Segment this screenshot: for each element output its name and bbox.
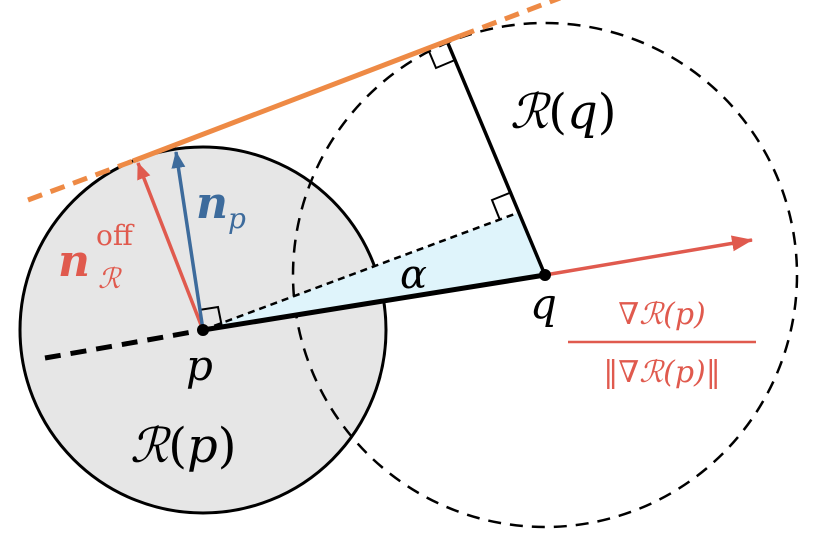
label-normal-offset-sub: ℛ [98, 262, 122, 295]
right-angle-marker-mid [490, 191, 513, 221]
label-point-p: p [186, 341, 213, 390]
normal-offset-arrow [136, 162, 205, 331]
gradient-numerator: ∇ℛ(p) [618, 297, 706, 332]
label-R-p: ℛ(p) [130, 418, 237, 474]
point-p [197, 324, 209, 336]
dashed-circle-R-q [291, 21, 799, 529]
dashed-curve [44, 327, 204, 361]
right-angle-marker-p [198, 305, 223, 328]
right-angle-marker-top [427, 48, 456, 70]
tangent-line-solid [132, 33, 461, 164]
tangent-line-dash-left [27, 158, 134, 203]
gradient-denominator: ‖∇ℛ(p)‖ [603, 355, 721, 390]
label-alpha: α [400, 252, 427, 298]
angle-wedge [203, 212, 545, 330]
gradient-arrow [544, 235, 753, 277]
dashed-line-p-to-foot [202, 210, 521, 332]
label-normal-offset-base: 𝒏 [58, 236, 90, 287]
point-q [539, 269, 551, 281]
tangent-line-dash-right [459, 0, 561, 39]
label-normal-p: 𝒏p [196, 178, 246, 235]
label-normal-offset-sup: off [96, 219, 135, 252]
normal-p-arrow [171, 151, 205, 331]
segment-p-q [202, 272, 546, 333]
label-R-q: ℛ(q) [510, 84, 617, 140]
perpendicular-q-tangent [445, 40, 547, 276]
label-point-q: q [530, 279, 557, 328]
